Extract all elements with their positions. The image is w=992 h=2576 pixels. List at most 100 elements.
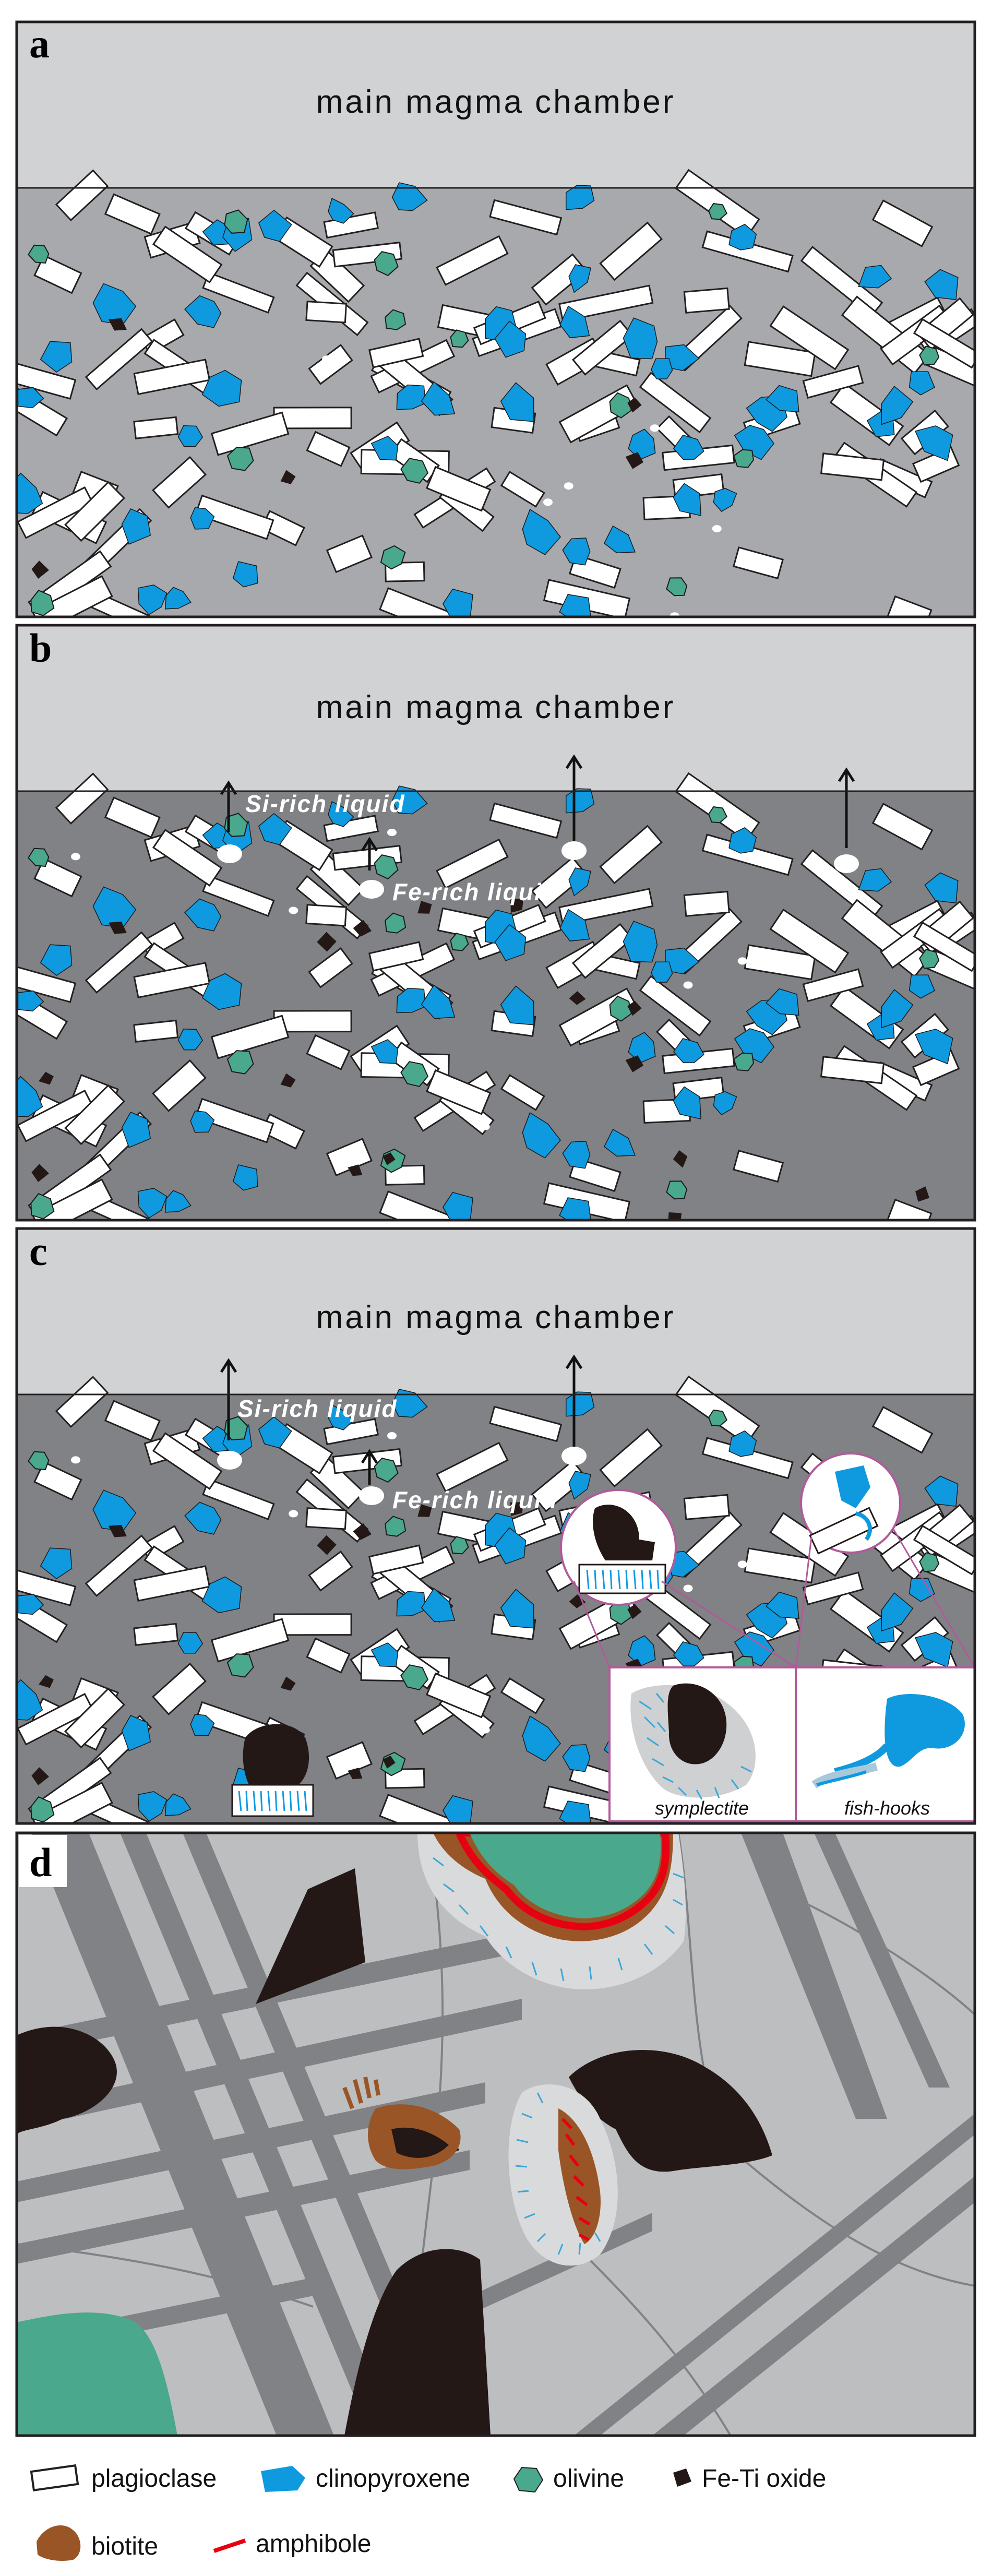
clinopyroxene-crystal	[177, 425, 204, 447]
clinopyroxene-crystal	[650, 358, 673, 379]
fe-ti-oxide-crystal	[109, 1524, 127, 1537]
olivine-crystal	[609, 392, 632, 419]
plagioclase-crystal	[802, 365, 864, 399]
clinopyroxene-crystal	[396, 1591, 426, 1617]
chamber-label-b: main magma chamber	[316, 689, 676, 725]
legend-label-biotite: biotite	[91, 2533, 158, 2560]
clinopyroxene-crystal	[623, 921, 658, 963]
clinopyroxene-crystal	[201, 973, 242, 1010]
clinopyroxene-crystal	[623, 317, 658, 360]
clinopyroxene-crystal	[562, 538, 591, 566]
clinopyroxene-crystal	[258, 1416, 292, 1449]
clinopyroxene-crystal	[184, 295, 222, 328]
plagioclase-crystal	[306, 1637, 351, 1674]
clinopyroxene-crystal	[421, 1588, 456, 1623]
plagioclase-crystal	[425, 1672, 492, 1719]
plagioclase-crystal	[368, 338, 424, 368]
melt-droplet	[71, 1456, 80, 1464]
plagioclase-crystal	[571, 923, 634, 979]
plagioclase-crystal	[33, 254, 82, 294]
clinopyroxene-crystal	[494, 1527, 527, 1565]
plagioclase-crystal	[305, 904, 348, 927]
plagioclase-crystal	[871, 803, 934, 851]
clinopyroxene-crystal	[328, 198, 354, 224]
plagioclase-crystal	[802, 1571, 864, 1606]
panel-c-chamber	[17, 1229, 975, 1394]
plagioclase-crystal	[886, 1198, 933, 1220]
olivine-crystal	[919, 345, 940, 366]
plagioclase-crystal	[800, 849, 883, 921]
plagioclase-crystal	[210, 1015, 290, 1059]
plagioclase-crystal	[306, 431, 351, 467]
clinopyroxene-crystal	[728, 1430, 757, 1457]
olivine-grains	[17, 2312, 177, 2436]
fe-ti-oxide-crystal	[627, 1000, 642, 1016]
olivine-crystal	[733, 449, 754, 468]
zoom-circle-left	[560, 1489, 677, 1606]
plagioclase-crystal	[531, 856, 588, 909]
melt-droplet	[683, 1584, 693, 1592]
plagioclase-crystal	[133, 1019, 179, 1043]
fe-ti-oxide-crystal	[625, 1055, 643, 1072]
olivine-crystal	[609, 995, 632, 1022]
fe-rich-liquid-label-c: Fe-rich liquid	[392, 1486, 558, 1513]
fe-ti-oxide-crystal	[569, 991, 586, 1005]
panel-c: Si-rich liquid Fe-rich liquid	[15, 1227, 976, 1825]
plagioclase-crystal	[104, 796, 161, 838]
melt-droplet	[737, 1560, 747, 1568]
olivine-crystal	[28, 1451, 50, 1471]
clinopyroxene-crystal	[370, 436, 399, 461]
fe-ti-oxide-crystal	[673, 1150, 688, 1168]
clinopyroxene-crystal	[201, 1576, 242, 1614]
clinopyroxene-crystal	[765, 988, 799, 1016]
fe-ti-oxide-crystal	[109, 921, 127, 934]
melt-droplet	[737, 957, 747, 965]
plagioclase-crystal	[599, 825, 663, 885]
legend-label-amphibole: amphibole	[256, 2530, 371, 2558]
olivine-crystal	[400, 1061, 429, 1087]
plagioclase-crystal	[802, 968, 864, 1003]
clinopyroxene-crystal	[17, 1076, 43, 1117]
olivine-crystal	[708, 1409, 728, 1427]
plagioclase-crystal	[31, 1178, 113, 1220]
clinopyroxene-crystal	[164, 1190, 192, 1213]
plagioclase-crystal	[436, 235, 509, 286]
clinopyroxene-crystal	[562, 1141, 591, 1169]
panel-a: a main magma chamber	[15, 20, 976, 618]
panel-c-arrows	[220, 1354, 583, 1485]
plagioclase-crystal	[558, 888, 654, 926]
fe-ti-oxide-crystal	[317, 1535, 337, 1555]
clinopyroxene-crystal	[559, 1197, 591, 1220]
clinopyroxene-crystal	[559, 1800, 591, 1823]
olivine-crystal	[400, 458, 429, 484]
melt-droplet	[322, 355, 332, 363]
panel-label-b: b	[29, 625, 52, 671]
plagioclase-crystal	[210, 411, 290, 456]
clinopyroxene-crystal	[568, 1471, 592, 1500]
plagioclase-crystal	[683, 287, 730, 314]
clinopyroxene-crystal	[858, 265, 892, 289]
plagioclase-crystal	[379, 587, 455, 617]
panel-b-arrows	[220, 754, 855, 870]
olivine-crystal	[380, 545, 406, 570]
fe-ti-oxide-crystal	[348, 1768, 363, 1780]
fe-ti-oxide-crystal	[280, 1073, 296, 1088]
olivine-crystal	[919, 949, 940, 969]
panel-d: d	[15, 1831, 976, 2437]
plagioclase-crystal	[306, 1034, 351, 1070]
panel-label-c: c	[29, 1229, 47, 1274]
inset-symplectite: symplectite	[608, 1666, 797, 1822]
clinopyroxene-crystal	[40, 944, 73, 976]
olivine-crystal	[224, 1416, 248, 1440]
panel-b-crystals	[17, 772, 975, 1220]
plagioclase-crystal	[800, 246, 883, 318]
melt-droplet	[289, 907, 298, 914]
lower-corona	[508, 2084, 618, 2266]
plagioclase-crystal	[17, 1692, 94, 1746]
olivine-crystal	[666, 1180, 688, 1200]
olivine-crystal	[224, 813, 248, 837]
clinopyroxene-crystal	[559, 305, 590, 339]
plagioclase-crystal	[733, 1150, 784, 1183]
fe-ti-oxide-grains	[17, 1868, 772, 2436]
clinopyroxene-crystal	[177, 1029, 204, 1051]
